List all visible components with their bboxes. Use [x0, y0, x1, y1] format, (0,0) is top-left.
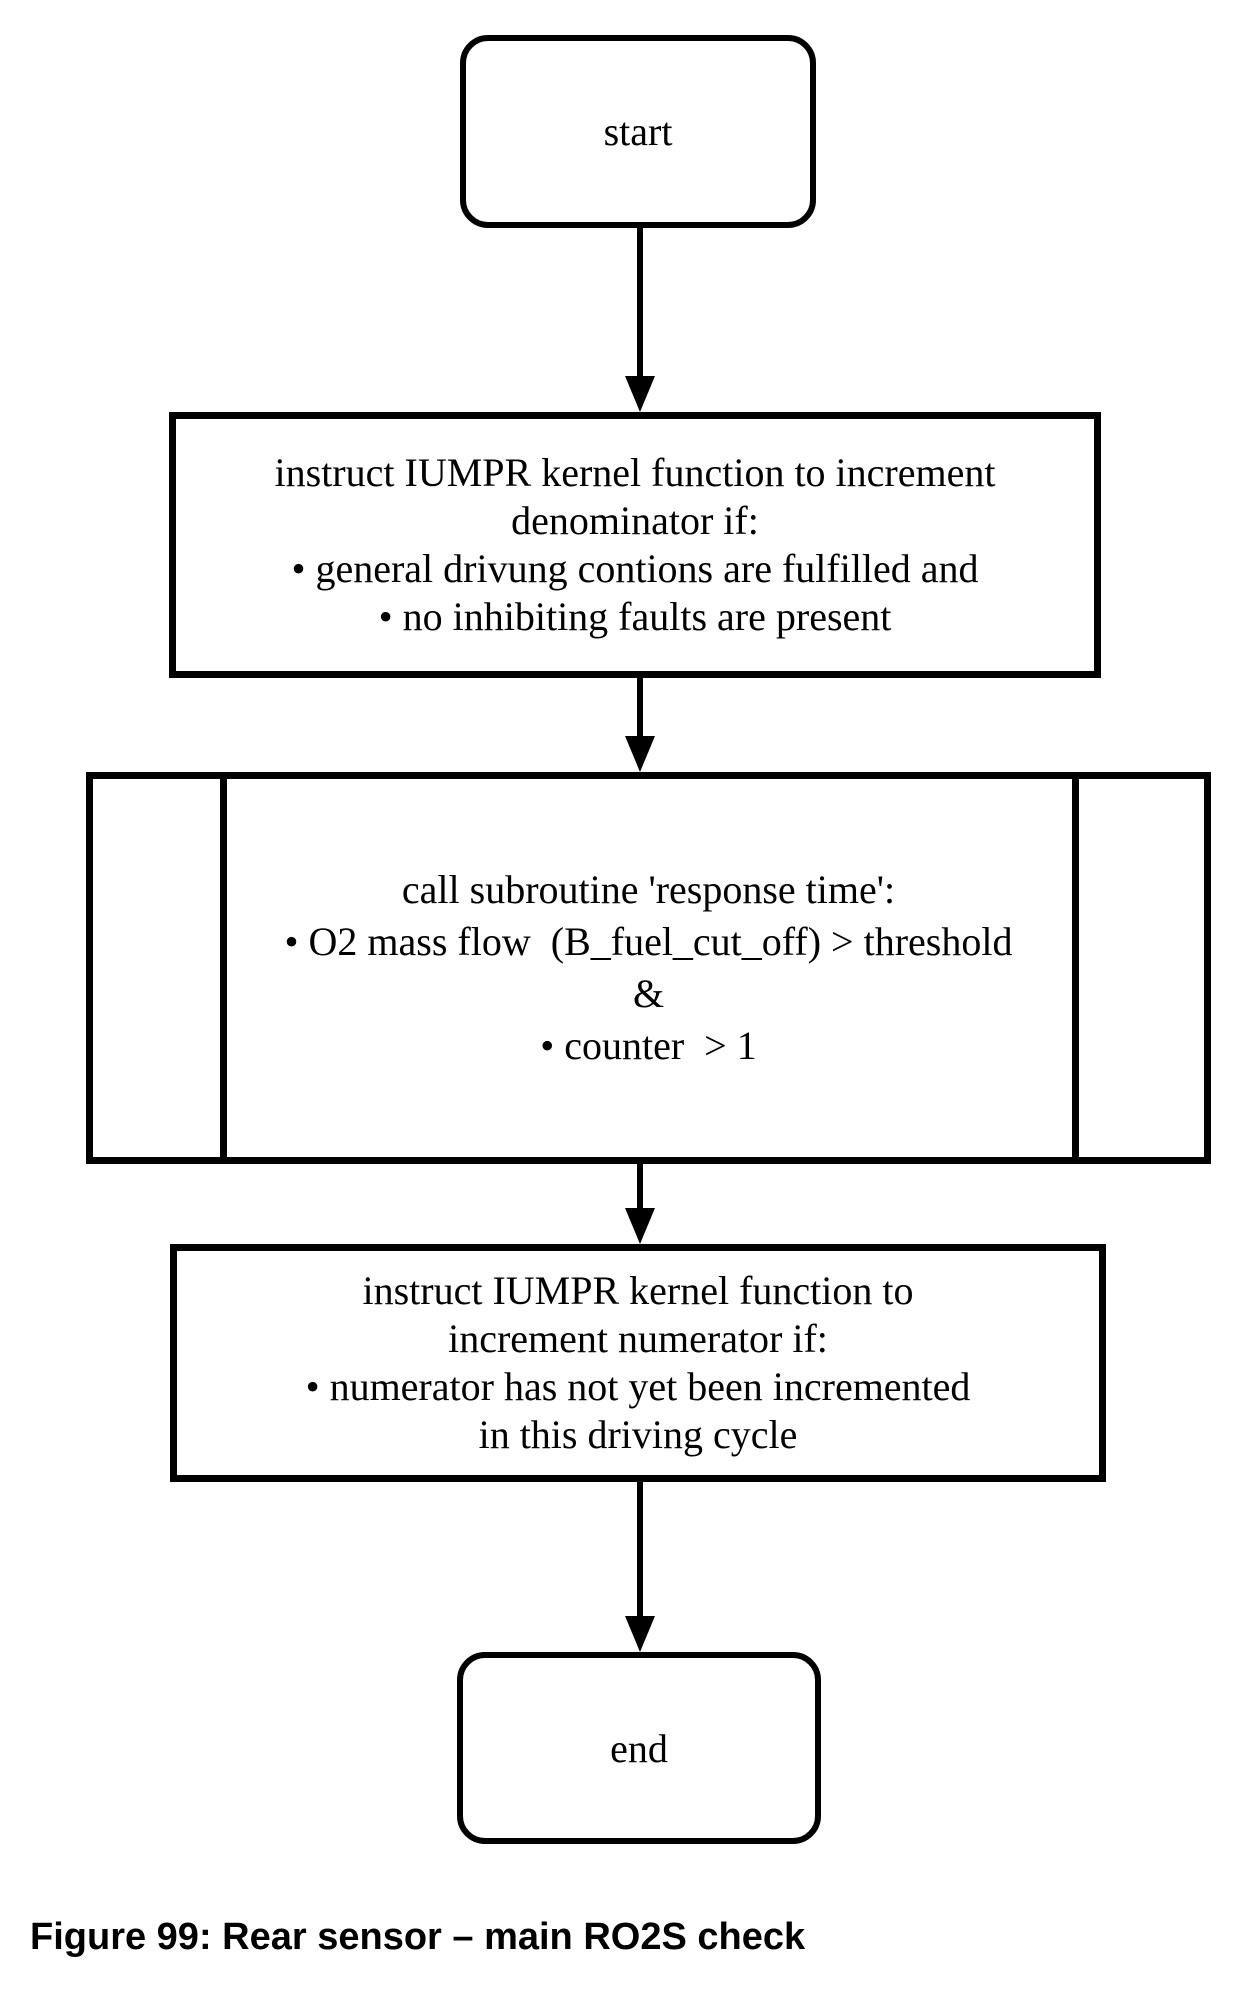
- node-text-line: increment numerator if:: [448, 1316, 828, 1361]
- node-end-label: end: [610, 1725, 668, 1771]
- predefined-process-right-bar: [1072, 779, 1079, 1157]
- arrow-numerator-to-end: [624, 1482, 656, 1652]
- node-text-line: call subroutine 'response time':: [401, 867, 896, 912]
- node-text-line: instruct IUMPR kernel function to increm…: [274, 450, 996, 495]
- arrow-head: [625, 736, 655, 772]
- arrow-shaft: [637, 1482, 643, 1620]
- arrow-head: [625, 1208, 655, 1244]
- arrow-shaft: [637, 678, 643, 740]
- arrow-start-to-denominator: [624, 228, 656, 412]
- node-text-line: • no inhibiting faults are present: [378, 594, 892, 639]
- arrow-shaft: [637, 1164, 643, 1212]
- node-start: start: [460, 35, 816, 228]
- arrow-head: [625, 376, 655, 412]
- node-start-label: start: [603, 109, 673, 154]
- node-text-line: • O2 mass flow (B_fuel_cut_off) > thresh…: [284, 919, 1013, 964]
- node-text-line: denominator if:: [511, 498, 759, 543]
- arrow-head: [625, 1616, 655, 1652]
- node-text-line: instruct IUMPR kernel function to: [362, 1268, 914, 1313]
- arrow-shaft: [637, 228, 643, 380]
- node-increment-numerator: instruct IUMPR kernel function to increm…: [170, 1244, 1106, 1482]
- node-text-line: • general drivung contions are fulfilled…: [291, 546, 979, 591]
- arrow-denominator-to-subroutine: [624, 678, 656, 772]
- predefined-process-left-bar: [220, 779, 227, 1157]
- node-call-response-time: call subroutine 'response time': • O2 ma…: [86, 772, 1211, 1164]
- arrow-subroutine-to-numerator: [624, 1164, 656, 1244]
- figure-caption: Figure 99: Rear sensor – main RO2S check: [30, 1916, 806, 1958]
- node-increment-denominator: instruct IUMPR kernel function to increm…: [169, 412, 1101, 678]
- node-text-line: in this driving cycle: [478, 1412, 798, 1457]
- node-text-line: • counter > 1: [540, 1023, 757, 1068]
- node-end: end: [457, 1652, 821, 1844]
- node-text-line: • numerator has not yet been incremented: [305, 1364, 971, 1409]
- node-text-line: &: [632, 971, 665, 1016]
